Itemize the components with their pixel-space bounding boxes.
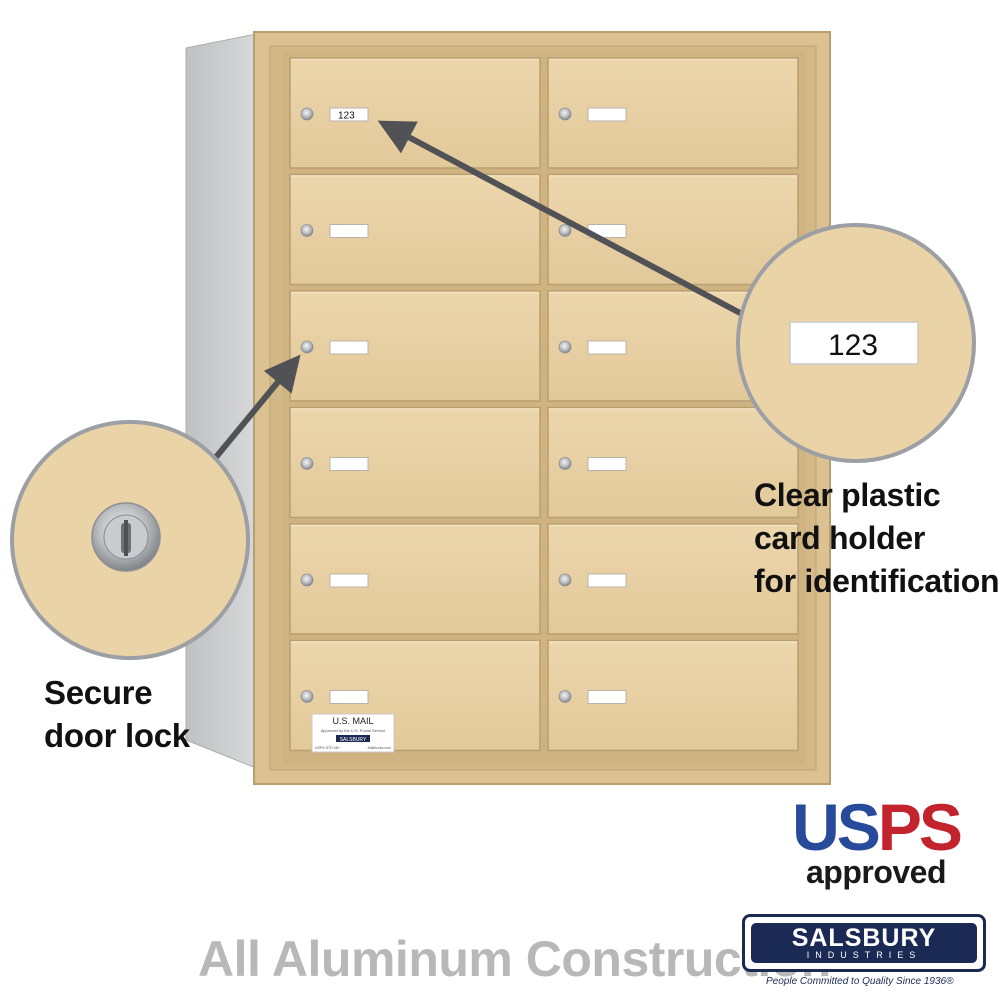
usps-approved-text: approved	[805, 854, 947, 890]
usps-wordmark: USPS	[786, 792, 966, 862]
card-caption-line-1: Clear plastic	[754, 477, 941, 513]
usps-wordmark-blue: US	[792, 790, 881, 864]
usps-approved-logo: USPS approved	[786, 792, 966, 902]
card-callout-arrow	[377, 120, 744, 317]
mailbox-door[interactable]	[547, 57, 799, 169]
salsbury-logo-frame: SALSBURY INDUSTRIES	[742, 914, 986, 972]
door-lock-icon[interactable]	[300, 107, 314, 121]
usps-label-title: U.S. MAIL	[332, 716, 373, 726]
card-holder	[587, 457, 627, 471]
usps-label-brand: SALSBURY	[340, 737, 367, 743]
mailbox-door[interactable]	[289, 523, 541, 635]
salsbury-industries: INDUSTRIES	[806, 950, 922, 960]
mailbox-door[interactable]: 123	[289, 57, 541, 169]
lock-caption-line-1: Secure	[44, 674, 153, 711]
door-lock-icon[interactable]	[558, 690, 572, 703]
card-holder	[587, 573, 627, 588]
card-holder	[587, 107, 627, 122]
card-holder	[587, 690, 627, 704]
usps-label-left-code: USPS-STD 4B+	[315, 746, 340, 750]
door-lock-icon[interactable]	[300, 340, 314, 354]
card-holder	[329, 457, 369, 471]
usps-wordmark-red: PS	[877, 790, 963, 864]
door-lock-icon[interactable]	[558, 224, 572, 237]
lock-caption: Secure door lock	[44, 671, 244, 757]
card-holder	[329, 340, 369, 355]
card-number-text: 123	[338, 111, 355, 122]
mailbox-door[interactable]	[289, 639, 541, 752]
usps-label-approved: Approved by the U.S. Postal Service	[321, 728, 386, 733]
mailbox-door[interactable]	[547, 639, 799, 752]
mailbox-door[interactable]	[547, 173, 799, 286]
usps-label-right-code: Mailboxes.com	[368, 746, 391, 750]
housing-side	[185, 33, 257, 769]
door-grid: 123	[289, 57, 799, 752]
mailbox-door[interactable]	[289, 406, 541, 519]
lock-zoom-callout	[10, 420, 250, 660]
card-holder	[329, 690, 369, 704]
card-holder	[587, 340, 627, 355]
door-lock-icon[interactable]	[558, 107, 572, 121]
card-zoom-number: 123	[828, 329, 878, 362]
card-holder-caption: Clear plastic card holder for identifica…	[754, 474, 1000, 603]
card-holder	[329, 107, 369, 122]
salsbury-logo-panel: SALSBURY INDUSTRIES	[751, 923, 977, 963]
door-lock-icon[interactable]	[300, 457, 314, 470]
card-holder	[329, 573, 369, 588]
door-lock-icon[interactable]	[558, 340, 572, 354]
card-caption-line-3: for identification	[754, 563, 1000, 599]
door-lock-icon[interactable]	[558, 573, 572, 587]
lock-callout-arrow	[209, 354, 301, 464]
mailbox-door[interactable]	[289, 173, 541, 286]
usps-mail-label: U.S. MAIL Approved by the U.S. Postal Se…	[311, 713, 395, 753]
door-lock-icon[interactable]	[558, 457, 572, 470]
mailbox-door[interactable]	[289, 290, 541, 402]
door-lock-icon[interactable]	[300, 224, 314, 237]
card-zoom-callout: 123	[736, 223, 976, 463]
construction-tagline: All Aluminum Construction	[198, 931, 831, 987]
mailbox-door[interactable]	[547, 523, 799, 635]
salsbury-tagline: People Committed to Quality Since 1936®	[766, 976, 954, 987]
mailbox-door[interactable]	[547, 406, 799, 519]
lock-caption-line-2: door lock	[44, 717, 190, 754]
salsbury-logo: SALSBURY INDUSTRIES People Committed to …	[742, 914, 990, 996]
card-holder	[329, 224, 369, 238]
card-caption-line-2: card holder	[754, 520, 925, 556]
salsbury-name: SALSBURY	[791, 924, 937, 952]
door-lock-icon[interactable]	[300, 573, 314, 587]
card-zoom-holder	[789, 321, 919, 365]
door-lock-icon[interactable]	[300, 690, 314, 703]
